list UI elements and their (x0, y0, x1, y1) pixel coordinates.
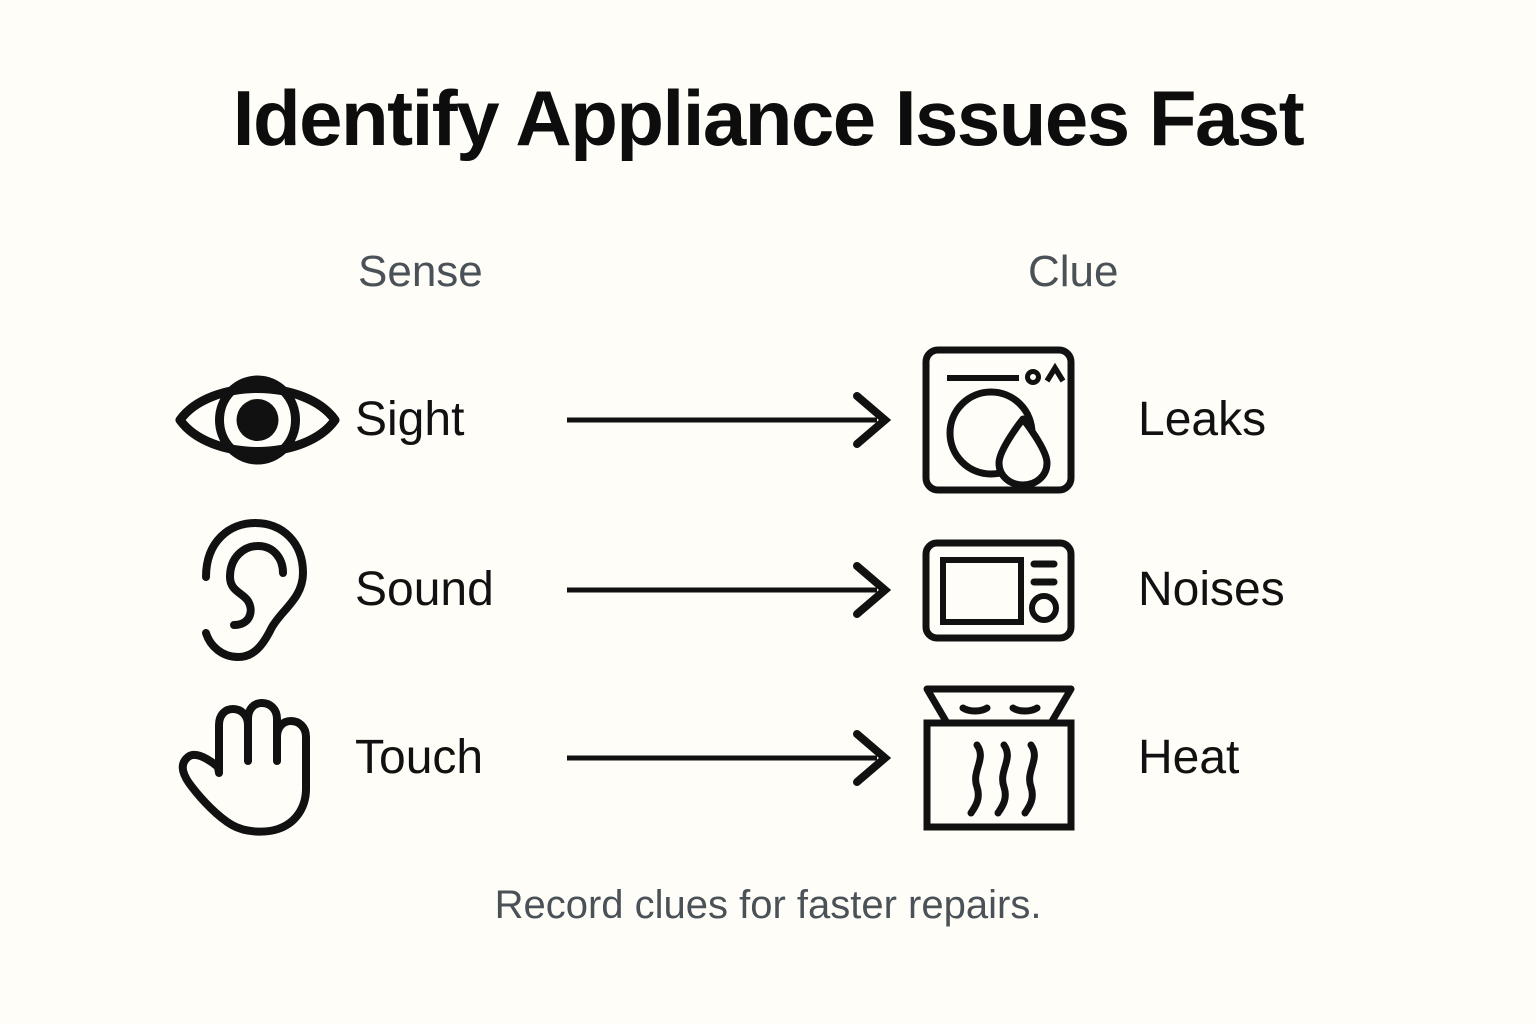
clue-label-leaks: Leaks (1138, 393, 1267, 446)
arrow-right-icon-sight (555, 390, 905, 450)
microwave-icon (911, 510, 1086, 670)
clue-label-noises: Noises (1138, 563, 1285, 616)
column-header-clue: Clue (1028, 247, 1119, 296)
washing-machine-leak-icon (911, 340, 1086, 500)
arrow-right-icon-touch (555, 728, 905, 788)
hand-icon (170, 678, 345, 838)
sense-label-sound: Sound (355, 563, 494, 616)
sense-label-sight: Sight (355, 393, 465, 446)
sense-label-touch: Touch (355, 731, 484, 784)
clue-label-heat: Heat (1138, 731, 1240, 784)
mapping-row-touch: Touch Heat (170, 678, 1370, 838)
oven-heat-icon (911, 678, 1086, 838)
mapping-row-sight: Sight Leaks (170, 340, 1370, 500)
eye-icon (170, 340, 345, 500)
mapping-row-sound: Sound Noises (170, 510, 1370, 670)
column-header-sense: Sense (358, 247, 483, 296)
ear-icon (170, 510, 345, 670)
footer-caption: Record clues for faster repairs. (494, 883, 1042, 927)
arrow-right-icon-sound (555, 560, 905, 620)
page-title: Identify Appliance Issues Fast (232, 74, 1305, 162)
